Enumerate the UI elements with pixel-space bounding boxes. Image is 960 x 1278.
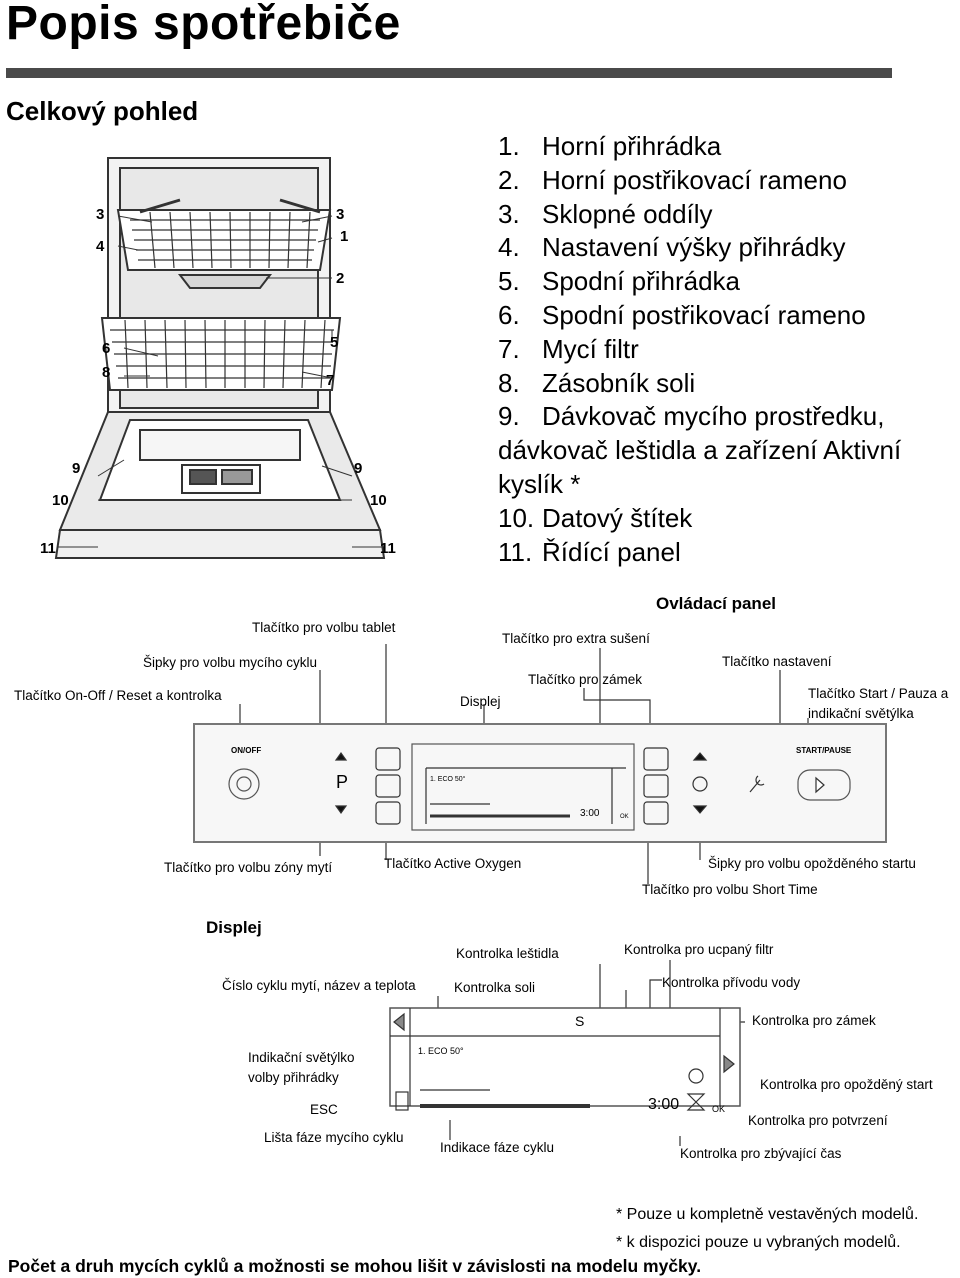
p-letter: P (336, 772, 349, 792)
label-water-supply: Kontrolka přívodu vody (662, 975, 801, 990)
display-time-text: 3:00 (648, 1096, 680, 1113)
label-display: Displej (460, 694, 501, 709)
list-item: 4.Nastavení výšky přihrádky (498, 232, 846, 263)
title-rule (6, 68, 892, 78)
list-item: 2.Horní postřikovací rameno (498, 164, 847, 195)
start-pause-panel-text: START/PAUSE (796, 746, 852, 755)
display-ok-text: OK (712, 1104, 726, 1114)
display-s-letter: S (575, 1013, 585, 1029)
callout-10-right: 10 (370, 492, 387, 509)
callout-4: 4 (96, 238, 105, 255)
control-panel-heading: Ovládací panel (656, 594, 776, 613)
list-item: 10.Datový štítek (498, 502, 693, 533)
list-item: 5.Spodní přihrádka (498, 266, 741, 297)
label-delay: Kontrolka pro opožděný start (760, 1077, 933, 1092)
label-onoff: Tlačítko On-Off / Reset a kontrolka (14, 688, 222, 703)
label-delay-arrows: Šipky pro volbu opožděného startu (708, 856, 916, 871)
callout-5: 5 (330, 334, 339, 351)
list-item: 3.Sklopné oddíly (498, 198, 713, 229)
label-phase-indicator: Indikace fáze cyklu (440, 1140, 555, 1155)
label-settings: Tlačítko nastavení (722, 654, 832, 669)
panel-time-text: 3:00 (580, 808, 600, 819)
callout-11-left: 11 (40, 540, 56, 557)
label-arrows-cycle: Šipky pro volbu mycího cyklu (143, 655, 318, 670)
page-title: Popis spotřebiče (6, 0, 401, 50)
label-remaining: Kontrolka pro zbývající čas (680, 1146, 842, 1161)
label-confirm: Kontrolka pro potvrzení (748, 1113, 888, 1128)
footnote-models: Počet a druh mycích cyklů a možnosti se … (8, 1256, 702, 1276)
callout-9-right: 9 (354, 460, 363, 477)
footnote-selected: * k dispozici pouze u vybraných modelů. (616, 1234, 901, 1251)
callout-6: 6 (102, 340, 111, 357)
panel-program-text: 1. ECO 50° (430, 776, 466, 783)
control-panel-drawing (193, 644, 887, 884)
list-item: 11.Řídící panel (498, 536, 681, 567)
label-lock: Tlačítko pro zámek (528, 672, 643, 687)
label-cycle-number: Číslo cyklu mytí, název a teplota (222, 978, 416, 993)
callout-8: 8 (102, 364, 111, 381)
label-active-oxygen: Tlačítko Active Oxygen (384, 856, 522, 871)
list-item: 8.Zásobník soli (498, 367, 696, 398)
list-item: 1.Horní přihrádka (498, 131, 722, 161)
callout-2: 2 (336, 270, 345, 287)
callout-11-right: 11 (380, 540, 396, 557)
panel-ok-text: OK (620, 814, 629, 820)
label-filter: Kontrolka pro ucpaný filtr (624, 942, 774, 957)
list-item: 7.Mycí filtr (498, 333, 639, 364)
footnote-built-in: * Pouze u kompletně vestavěných modelů. (616, 1206, 919, 1223)
callout-10-left: 10 (52, 492, 69, 509)
display-heading: Displej (206, 918, 262, 937)
onoff-panel-text: ON/OFF (231, 746, 262, 755)
display-drawing (389, 960, 745, 1146)
list-item: 9.Dávkovač mycího prostředku, dávkovač l… (498, 401, 902, 499)
label-tablet: Tlačítko pro volbu tablet (252, 620, 396, 635)
display-program-text: 1. ECO 50° (418, 1046, 464, 1056)
callout-3-left: 3 (96, 206, 105, 223)
callout-3-right: 3 (336, 206, 345, 223)
label-phase-bar: Lišta fáze mycího cyklu (264, 1130, 404, 1145)
label-short-time: Tlačítko pro volbu Short Time (642, 882, 818, 897)
overview-heading: Celkový pohled (6, 96, 199, 126)
list-item: 6.Spodní postřikovací rameno (498, 299, 866, 330)
dishwasher-illustration (54, 157, 386, 559)
label-extra-dry: Tlačítko pro extra sušení (502, 631, 650, 646)
label-salt: Kontrolka soli (454, 980, 536, 995)
callout-7: 7 (326, 372, 335, 389)
label-display-lock: Kontrolka pro zámek (752, 1013, 876, 1028)
label-rinse-aid: Kontrolka leštidla (456, 946, 559, 961)
label-start-pause: Tlačítko Start / Pauza a indikační světý… (808, 686, 949, 721)
callout-9-left: 9 (72, 460, 81, 477)
parts-list: 1.Horní přihrádka 2.Horní postřikovací r… (498, 130, 948, 569)
label-zone: Tlačítko pro volbu zóny mytí (164, 860, 333, 875)
label-rack-indicator: Indikační světýlko volby přihrádky (248, 1050, 355, 1085)
label-esc: ESC (310, 1102, 338, 1117)
callout-1: 1 (340, 228, 349, 245)
